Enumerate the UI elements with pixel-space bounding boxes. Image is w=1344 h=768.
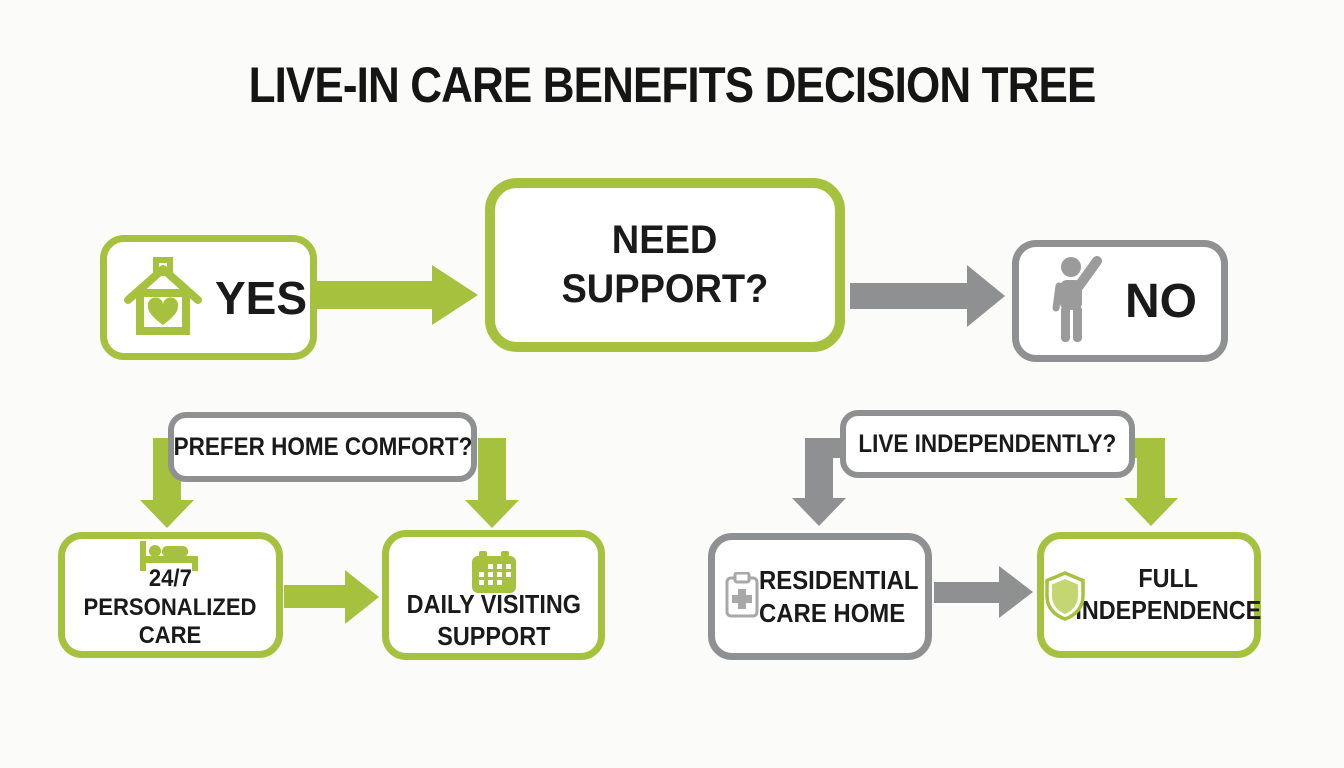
node-prefer-home-comfort: PREFER HOME COMFORT? <box>168 412 477 482</box>
medical-clipboard-icon <box>725 571 759 618</box>
node-need-support-line1: NEED <box>612 218 718 263</box>
node-need-support: NEED SUPPORT? <box>485 178 845 352</box>
node-daily-visiting-line1: DAILY VISITING <box>406 589 581 620</box>
arrow-residential-to-independence-head <box>999 566 1033 618</box>
node-daily-visiting-line2: SUPPORT <box>436 621 551 651</box>
arrow-independent-left-head <box>792 498 846 526</box>
arrow-yes-to-root-head <box>432 265 478 325</box>
node-prefer-home-comfort-label: PREFER HOME COMFORT? <box>173 432 472 461</box>
node-daily-visiting: DAILY VISITING SUPPORT <box>382 530 605 660</box>
diagram-title: LIVE-IN CARE BENEFITS DECISION TREE <box>248 57 1097 113</box>
node-live-independently-label: LIVE INDEPENDENTLY? <box>858 429 1117 458</box>
arrow-comfort-right-head <box>465 500 519 528</box>
node-full-independence: FULL INDEPENDENCE <box>1037 532 1261 658</box>
arrow-residential-to-independence-shaft <box>934 582 1000 603</box>
shield-icon <box>1044 571 1086 621</box>
node-full-independence-line2: INDEPENDENCE <box>1075 595 1261 625</box>
arrow-root-to-no-shaft <box>850 283 968 309</box>
node-personalized-care-line2: PERSONALIZED <box>84 593 257 621</box>
node-yes: YES <box>100 235 317 360</box>
calendar-icon <box>471 551 516 593</box>
arrow-care-to-visiting-shaft <box>284 585 346 608</box>
node-live-independently: LIVE INDEPENDENTLY? <box>840 410 1135 478</box>
arrow-care-to-visiting-head <box>345 570 379 624</box>
node-full-independence-line1: FULL <box>1138 563 1198 594</box>
arrow-comfort-left-head <box>140 500 194 528</box>
node-personalized-care-line3: CARE <box>139 622 202 650</box>
node-personalized-care-line1: 24/7 <box>149 564 192 592</box>
house-heart-icon <box>123 256 203 339</box>
node-no-label: NO <box>1125 274 1197 328</box>
arrow-independent-right-shaft <box>1137 438 1165 500</box>
arrow-independent-right-head <box>1124 498 1178 526</box>
node-need-support-line2: SUPPORT? <box>561 267 769 311</box>
bed-icon <box>139 541 202 571</box>
person-raising-hand-icon <box>1045 256 1107 346</box>
node-residential-care-home: RESIDENTIAL CARE HOME <box>708 533 932 660</box>
node-yes-label: YES <box>215 271 308 324</box>
arrow-comfort-right-shaft <box>478 438 506 502</box>
node-personalized-care: 24/7 PERSONALIZED CARE <box>58 532 283 658</box>
arrow-root-to-no-head <box>967 265 1005 327</box>
arrow-independent-left-shaft <box>805 438 833 500</box>
node-residential-line2: CARE HOME <box>759 597 906 628</box>
arrow-yes-to-root-shaft <box>316 281 434 309</box>
node-no: NO <box>1012 240 1228 362</box>
node-residential-line1: RESIDENTIAL <box>759 565 919 595</box>
